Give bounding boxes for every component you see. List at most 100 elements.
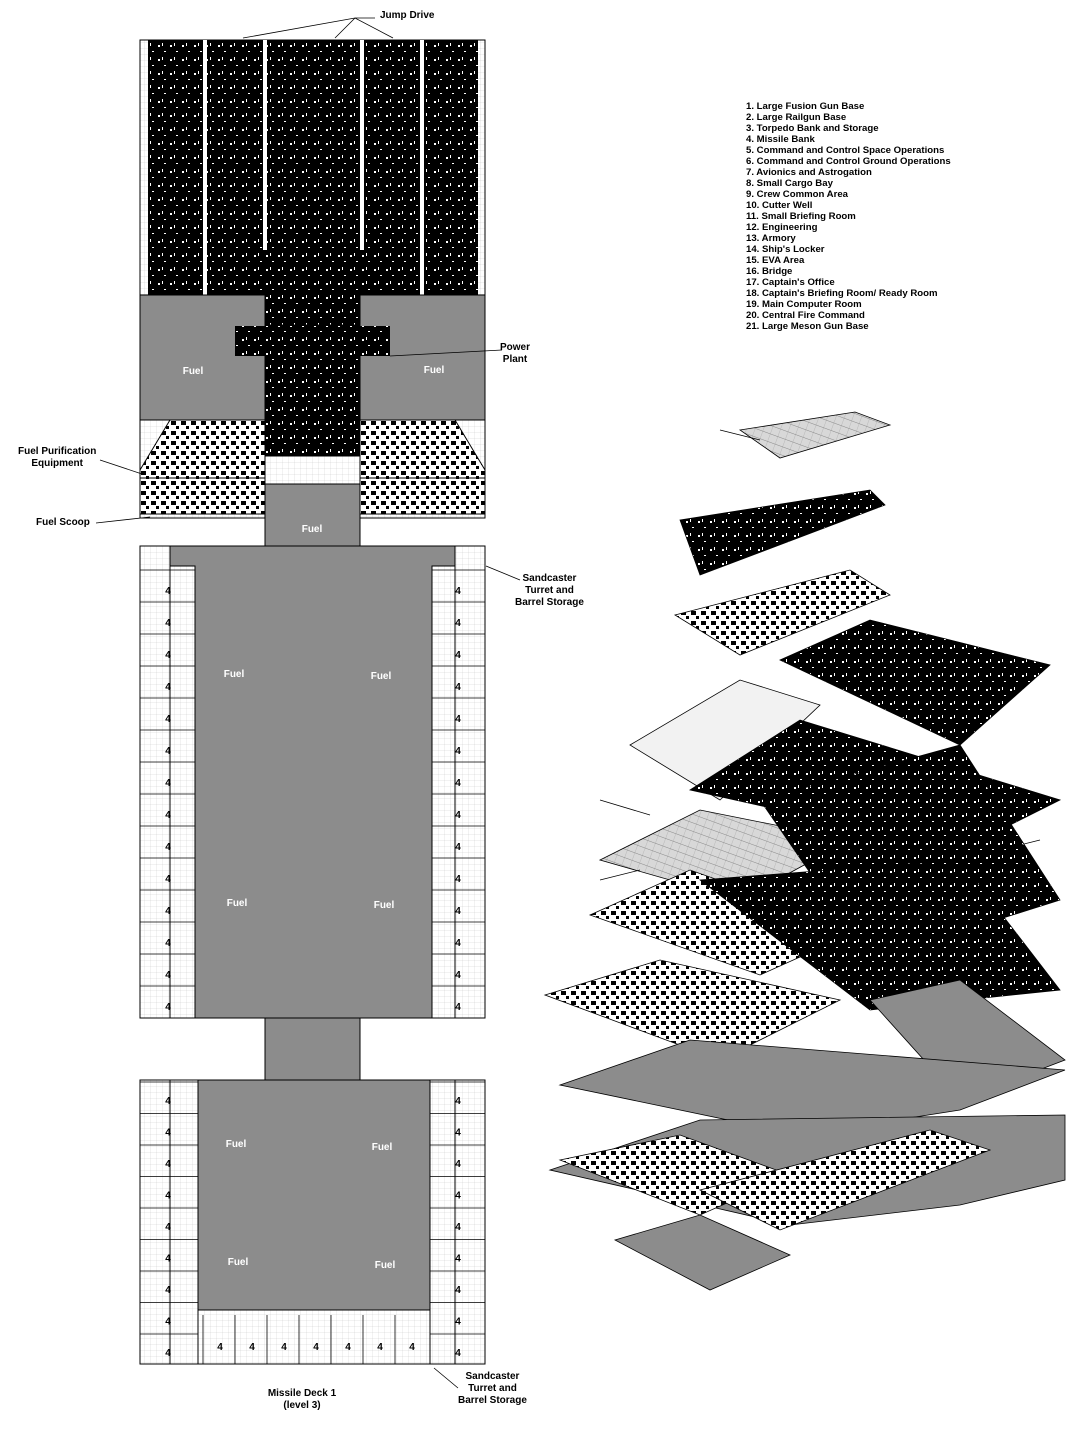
missile-bank-marker: 4 <box>165 970 171 981</box>
missile-bank-marker: 4 <box>455 874 461 885</box>
missile-bank-markers: 4 4 4 4 4 4 4 4 4 4 4 4 4 4 4 4 4 4 4 4 4 4 4 4 4 4 4 4 4 4 4 4 4 4 4 4 4 4 4 4… <box>165 586 461 1359</box>
missile-bank-marker: 4 <box>455 1002 461 1013</box>
fuel-label: Fuel <box>224 669 245 680</box>
missile-bank-marker: 4 <box>455 810 461 821</box>
fuel-tank-upper-left <box>139 294 266 421</box>
missile-bank-marker: 4 <box>455 778 461 789</box>
deck-caption-title: Missile Deck 1 <box>267 1388 337 1399</box>
legend-item: 16. Bridge <box>746 266 793 277</box>
legend-item: 2. Large Railgun Base <box>746 112 847 123</box>
missile-bank-marker: 4 <box>165 1002 171 1013</box>
fuel-purification-label: Fuel Purification Equipment <box>18 446 97 469</box>
missile-bank-marker: 4 <box>165 1191 171 1202</box>
missile-bank-marker: 4 <box>165 810 171 821</box>
missile-bank-marker: 4 <box>455 1159 461 1170</box>
deck-caption: Missile Deck 1 (level 3) <box>252 1388 352 1412</box>
missile-bank-marker: 4 <box>165 1096 171 1107</box>
legend-item: 20. Central Fire Command <box>746 310 865 321</box>
missile-section-lower <box>139 1079 486 1365</box>
legend-item: 1. Large Fusion Gun Base <box>746 101 865 112</box>
missile-bank-marker: 4 <box>455 1317 461 1328</box>
missile-bank-marker: 4 <box>165 1317 171 1328</box>
missile-bank-marker: 4 <box>165 682 171 693</box>
fuel-tank-upper-right <box>359 294 486 421</box>
fuel-label: Fuel <box>183 366 204 377</box>
fuel-scoop-label: Fuel Scoop <box>36 517 90 528</box>
upper-hull <box>139 39 486 547</box>
missile-bank-marker: 4 <box>165 714 171 725</box>
missile-section-upper <box>139 545 486 1019</box>
missile-bank-marker: 4 <box>455 1128 461 1139</box>
fuel-label: Fuel <box>375 1260 396 1271</box>
missile-bay-dividers <box>140 569 485 1364</box>
legend-item: 10. Cutter Well <box>746 200 813 211</box>
missile-bank-marker: 4 <box>455 1222 461 1233</box>
fuel-label: Fuel <box>374 900 395 911</box>
legend-item: 17. Captain's Office <box>746 277 835 288</box>
exploded-isometric-view <box>543 411 1066 1291</box>
missile-bank-marker: 4 <box>165 1348 171 1359</box>
legend-item: 13. Armory <box>746 233 796 244</box>
legend-item: 14. Ship's Locker <box>746 244 825 255</box>
legend-item: 9. Crew Common Area <box>746 189 849 200</box>
missile-bank-marker: 4 <box>165 1222 171 1233</box>
missile-bank-marker: 4 <box>281 1342 287 1353</box>
legend-item: 18. Captain's Briefing Room/ Ready Room <box>746 288 938 299</box>
missile-bank-marker: 4 <box>455 714 461 725</box>
fuel-label: Fuel <box>424 365 445 376</box>
fuel-tank-main-upper <box>169 545 456 1019</box>
legend-item: 11. Small Briefing Room <box>746 211 856 222</box>
missile-bank-marker: 4 <box>455 842 461 853</box>
legend-item: 7. Avionics and Astrogation <box>746 167 872 178</box>
missile-bank-marker: 4 <box>217 1342 223 1353</box>
missile-bank-marker: 4 <box>165 1285 171 1296</box>
missile-bank-marker: 4 <box>165 618 171 629</box>
fuel-label: Fuel <box>372 1142 393 1153</box>
legend-item: 19. Main Computer Room <box>746 299 862 310</box>
missile-bank-marker: 4 <box>455 650 461 661</box>
jump-drive-label: Jump Drive <box>380 10 435 21</box>
missile-bank-marker: 4 <box>455 1285 461 1296</box>
missile-bank-marker: 4 <box>165 938 171 949</box>
legend-item: 21. Large Meson Gun Base <box>746 321 869 332</box>
power-plant-label: Power Plant <box>500 342 531 365</box>
missile-bank-marker: 4 <box>455 906 461 917</box>
missile-bank-marker: 4 <box>377 1342 383 1353</box>
legend-item: 6. Command and Control Ground Operations <box>746 156 951 167</box>
legend-item: 15. EVA Area <box>746 255 805 266</box>
legend-item: 8. Small Cargo Bay <box>746 178 833 189</box>
missile-bank-marker: 4 <box>455 1254 461 1265</box>
fuel-label: Fuel <box>302 524 323 535</box>
legend-item: 5. Command and Control Space Operations <box>746 145 945 156</box>
missile-bank-marker: 4 <box>249 1342 255 1353</box>
power-plant <box>235 326 390 356</box>
sandcaster-label-bottom: Sandcaster Turret and Barrel Storage <box>458 1371 527 1406</box>
legend-item: 3. Torpedo Bank and Storage <box>746 123 879 134</box>
missile-bank-marker: 4 <box>165 906 171 917</box>
fuel-label: Fuel <box>228 1257 249 1268</box>
missile-bank-marker: 4 <box>455 970 461 981</box>
fuel-neck-lower <box>264 1017 361 1081</box>
missile-bank-marker: 4 <box>165 1159 171 1170</box>
missile-bank-marker: 4 <box>455 1191 461 1202</box>
missile-bank-marker: 4 <box>455 1096 461 1107</box>
missile-bank-marker: 4 <box>455 682 461 693</box>
missile-bank-marker: 4 <box>165 586 171 597</box>
missile-bank-marker: 4 <box>455 1348 461 1359</box>
legend-item: 4. Missile Bank <box>746 134 815 145</box>
missile-bank-marker: 4 <box>455 618 461 629</box>
fuel-label: Fuel <box>226 1139 247 1150</box>
missile-bank-marker: 4 <box>455 586 461 597</box>
fuel-tank-main-lower <box>197 1079 431 1311</box>
fuel-label: Fuel <box>371 671 392 682</box>
missile-bank-marker: 4 <box>165 778 171 789</box>
deck-caption-level: (level 3) <box>283 1400 321 1411</box>
legend-item: 12. Engineering <box>746 222 818 233</box>
sandcaster-label-top: Sandcaster Turret and Barrel Storage <box>515 573 584 608</box>
missile-bank-marker: 4 <box>165 874 171 885</box>
fuel-neck-upper <box>264 483 361 547</box>
missile-bank-marker: 4 <box>165 1254 171 1265</box>
